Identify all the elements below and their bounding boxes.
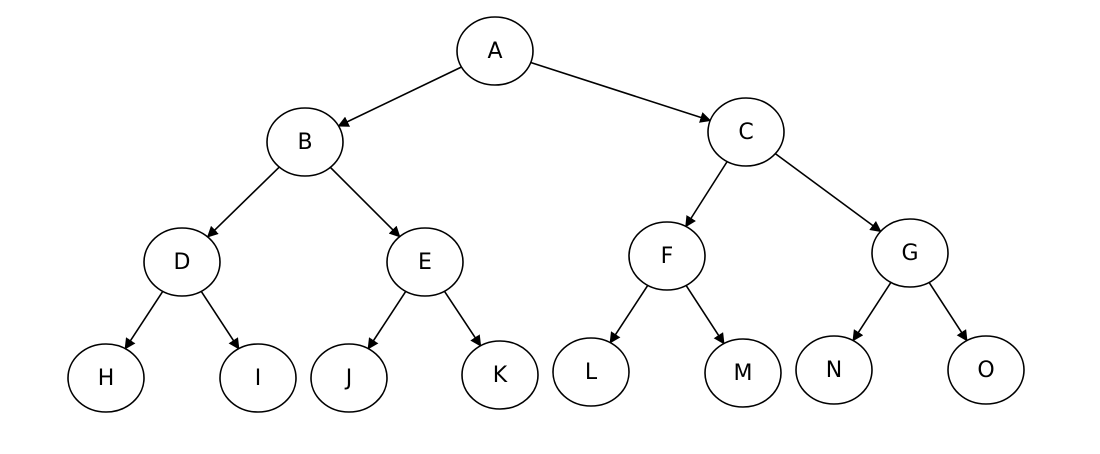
node-circle bbox=[386, 227, 464, 297]
node-m: M bbox=[704, 338, 782, 408]
node-circle bbox=[310, 343, 388, 413]
edge-e-k bbox=[443, 290, 482, 347]
node-i: I bbox=[219, 343, 297, 413]
node-label: O bbox=[977, 358, 994, 383]
node-circle bbox=[795, 335, 873, 405]
node-j: J bbox=[310, 343, 388, 413]
node-f: F bbox=[628, 221, 706, 291]
nodes-layer: A B C D E F G H I J K L M N O bbox=[67, 16, 1025, 413]
edge-a-b bbox=[337, 66, 462, 127]
node-circle bbox=[143, 227, 221, 297]
node-n: N bbox=[795, 335, 873, 405]
node-circle bbox=[871, 218, 949, 288]
edge-b-d bbox=[206, 166, 280, 238]
node-label: F bbox=[661, 244, 674, 269]
node-label: L bbox=[585, 360, 598, 385]
edge-b-e bbox=[329, 166, 401, 238]
node-label: J bbox=[344, 366, 353, 391]
node-label: C bbox=[738, 120, 753, 145]
node-l: L bbox=[552, 337, 630, 407]
node-label: B bbox=[297, 130, 312, 155]
node-circle bbox=[628, 221, 706, 291]
node-k: K bbox=[461, 340, 539, 410]
edge-e-j bbox=[367, 290, 407, 350]
node-circle bbox=[67, 343, 145, 413]
node-b: B bbox=[266, 107, 344, 177]
edge-g-o bbox=[928, 281, 968, 342]
edge-a-c bbox=[530, 61, 712, 123]
edges-layer bbox=[124, 61, 968, 350]
node-g: G bbox=[871, 218, 949, 288]
node-label: N bbox=[826, 358, 842, 383]
node-a: A bbox=[456, 16, 534, 86]
node-c: C bbox=[707, 97, 785, 167]
node-circle bbox=[461, 340, 539, 410]
node-circle bbox=[456, 16, 534, 86]
node-label: K bbox=[493, 363, 508, 388]
node-label: H bbox=[98, 366, 115, 391]
node-o: O bbox=[947, 335, 1025, 405]
node-label: A bbox=[487, 39, 502, 64]
node-circle bbox=[219, 343, 297, 413]
node-label: M bbox=[734, 361, 753, 386]
edge-d-h bbox=[124, 290, 164, 350]
node-d: D bbox=[143, 227, 221, 297]
edge-f-m bbox=[685, 284, 725, 345]
node-h: H bbox=[67, 343, 145, 413]
edge-c-g bbox=[774, 152, 882, 233]
node-label: I bbox=[255, 366, 262, 391]
node-circle bbox=[266, 107, 344, 177]
node-label: E bbox=[418, 250, 432, 275]
edge-f-l bbox=[609, 284, 649, 344]
node-circle bbox=[552, 337, 630, 407]
node-circle bbox=[947, 335, 1025, 405]
node-e: E bbox=[386, 227, 464, 297]
node-label: G bbox=[901, 241, 918, 266]
node-label: D bbox=[174, 250, 191, 275]
node-circle bbox=[707, 97, 785, 167]
edge-g-n bbox=[852, 281, 892, 342]
node-circle bbox=[704, 338, 782, 408]
edge-c-f bbox=[685, 161, 728, 228]
edge-d-i bbox=[200, 290, 240, 350]
